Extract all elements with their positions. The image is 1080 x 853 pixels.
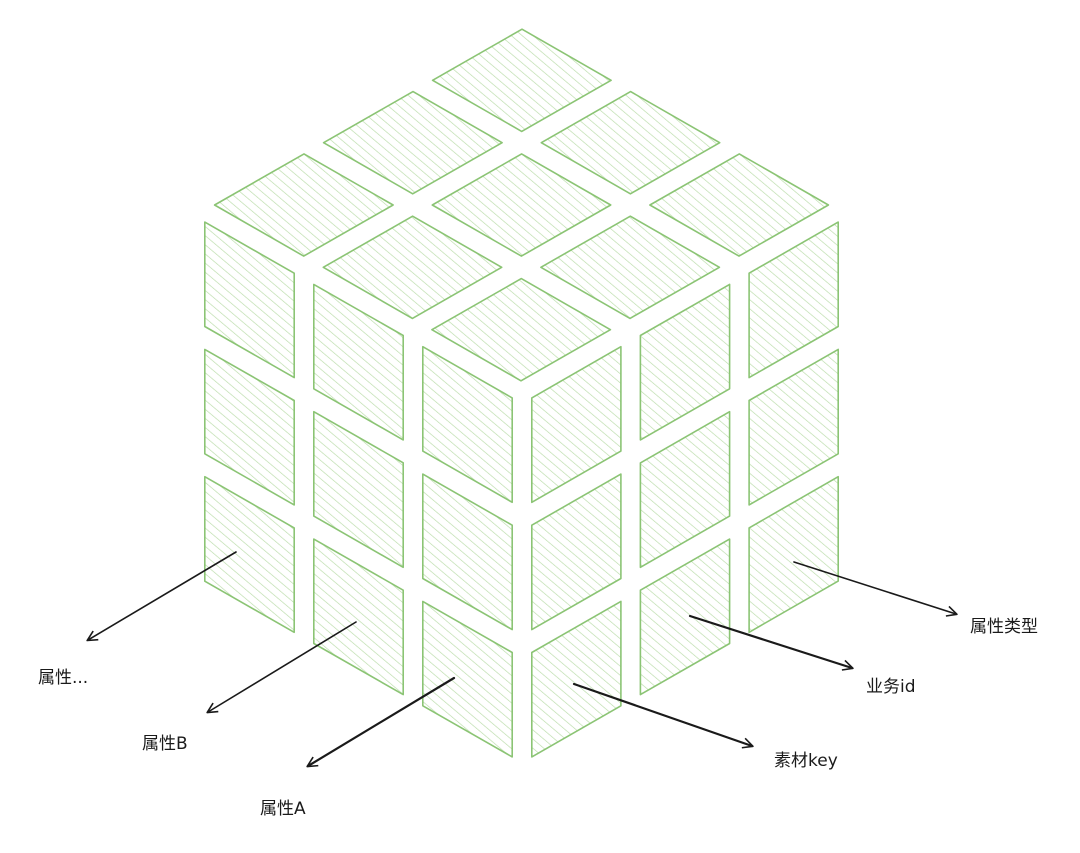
left-tile-0-1 [312,283,405,441]
left-tile-1-2 [421,473,514,631]
right-tile-2-2 [748,475,840,634]
right-tile-1-1 [639,410,731,569]
left-tile-1-0 [204,348,296,506]
top-tile-2-1 [322,215,503,320]
label-attr-a: 属性A [260,799,306,819]
arrow-material-key [572,682,754,749]
left-tile-0-0 [204,221,296,379]
left-tile-1-1 [312,410,405,569]
right-tile-1-2 [748,348,840,506]
cube-right-face [530,221,840,758]
right-tile-1-0 [530,473,622,631]
left-tile-0-2 [421,345,514,504]
label-material-key: 素材key [774,751,838,771]
left-tile-2-0 [204,475,296,634]
top-tile-2-2 [431,277,612,382]
top-tile-1-2 [540,215,721,320]
top-tile-0-2 [649,153,830,257]
labels: 属性... 属性B 属性A 素材key 业务id 属性类型 [38,617,1038,819]
right-tile-2-1 [639,538,731,696]
label-attr-type: 属性类型 [970,617,1038,637]
arrow-attr-b [206,621,357,714]
right-tile-0-0 [530,345,622,504]
right-tile-0-2 [748,221,840,379]
top-tile-1-0 [322,90,503,195]
right-tile-0-1 [639,283,731,441]
top-tile-2-0 [213,153,394,257]
top-tile-1-1 [431,153,612,257]
arrow-attr-type [793,561,958,617]
top-tile-0-1 [540,90,721,195]
arrow-business-id [688,614,854,671]
label-business-id: 业务id [866,677,916,697]
left-tile-2-2 [421,600,514,758]
top-tile-0-0 [431,28,612,133]
label-attr-more: 属性... [38,668,88,688]
right-tile-2-0 [530,600,622,758]
cube-left-face [204,221,514,758]
cube [204,28,840,758]
left-tile-2-1 [312,538,405,696]
arrows [86,551,958,768]
arrow-attr-a [306,676,456,768]
label-attr-b: 属性B [142,734,188,754]
arrow-attr-more [86,551,237,642]
cube-top-face [213,28,830,382]
